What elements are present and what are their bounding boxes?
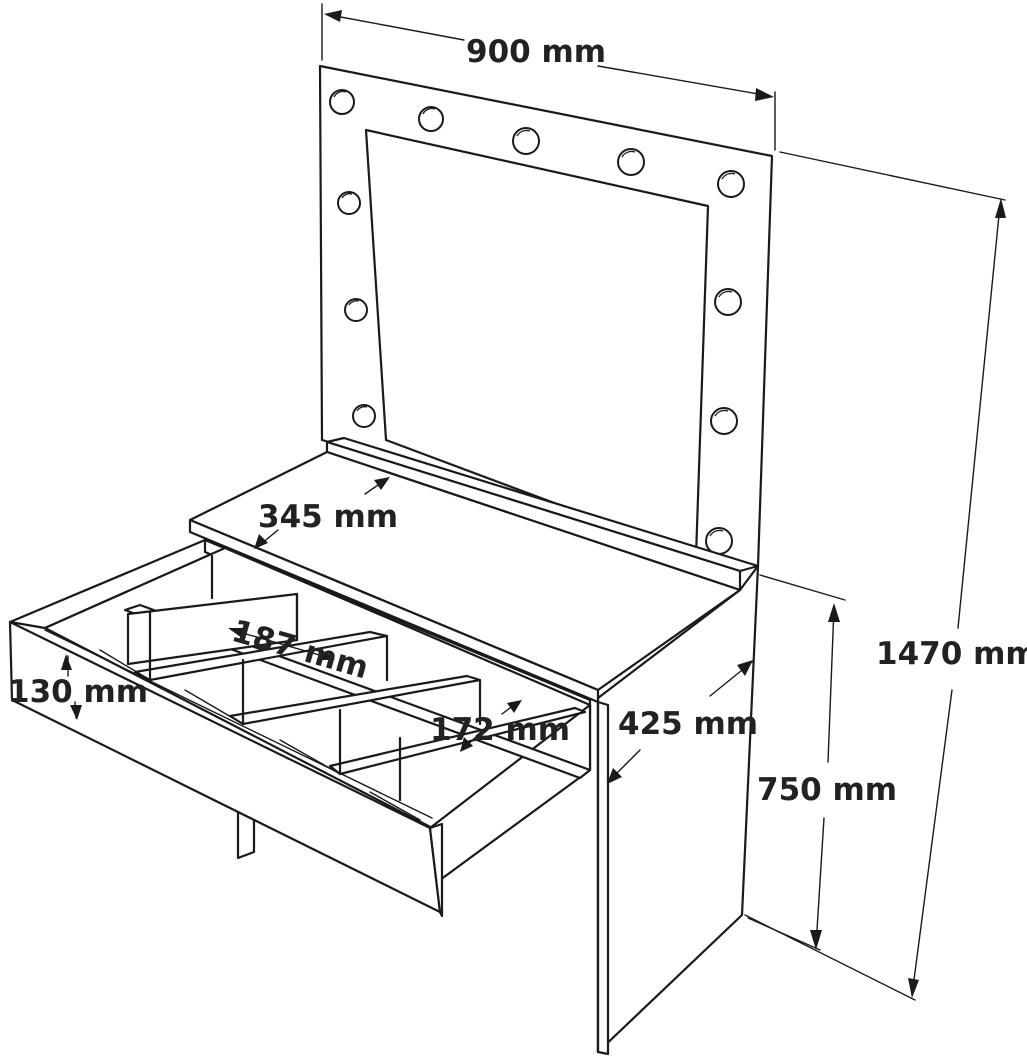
bulb-icon xyxy=(512,127,540,155)
arrow-down-icon xyxy=(908,978,919,998)
width-label: 900 mm xyxy=(466,34,606,70)
depth-label: 425 mm xyxy=(618,706,758,742)
arrow-right-icon xyxy=(755,88,774,101)
dimension-lines xyxy=(61,3,1006,1001)
mirror-shelf xyxy=(325,436,760,592)
arrow-down-left-icon xyxy=(607,768,622,784)
bulb-icon xyxy=(714,288,742,316)
arrow-up-right-icon xyxy=(737,660,753,676)
table-height-label: 750 mm xyxy=(757,772,897,808)
arrow-up-icon xyxy=(828,603,840,622)
arrow-up-right-icon xyxy=(374,477,390,490)
arrow-down-icon xyxy=(70,705,82,720)
arrow-up-icon xyxy=(995,198,1006,218)
table-body xyxy=(188,450,760,1056)
bulb-icon xyxy=(337,191,361,215)
compartment-depth-label: 172 mm xyxy=(430,712,570,748)
arrow-down-left-icon xyxy=(460,737,473,752)
bulb-icon xyxy=(352,404,376,428)
bulb-icon xyxy=(344,298,368,322)
bulb-icon xyxy=(329,89,355,115)
bulb-icon xyxy=(617,148,645,176)
arrow-up-icon xyxy=(61,654,72,670)
arrow-down-icon xyxy=(810,930,822,950)
bulb-icon xyxy=(710,407,738,435)
mirror-panel xyxy=(318,64,774,568)
arrow-right-icon xyxy=(318,649,335,660)
arrow-down-left-icon xyxy=(254,534,268,549)
arrow-left-icon xyxy=(324,10,342,22)
bulb-icon xyxy=(418,106,444,132)
bulb-icon xyxy=(717,170,745,198)
drawer-height-label: 130 mm xyxy=(8,674,148,710)
arrow-left-icon xyxy=(228,628,246,638)
shelf-depth-label: 345 mm xyxy=(258,499,398,535)
total-height-label: 1470 mm xyxy=(876,636,1027,672)
drawer xyxy=(8,538,592,918)
arrow-up-right-icon xyxy=(507,700,522,713)
mirror-bulbs xyxy=(329,89,745,555)
